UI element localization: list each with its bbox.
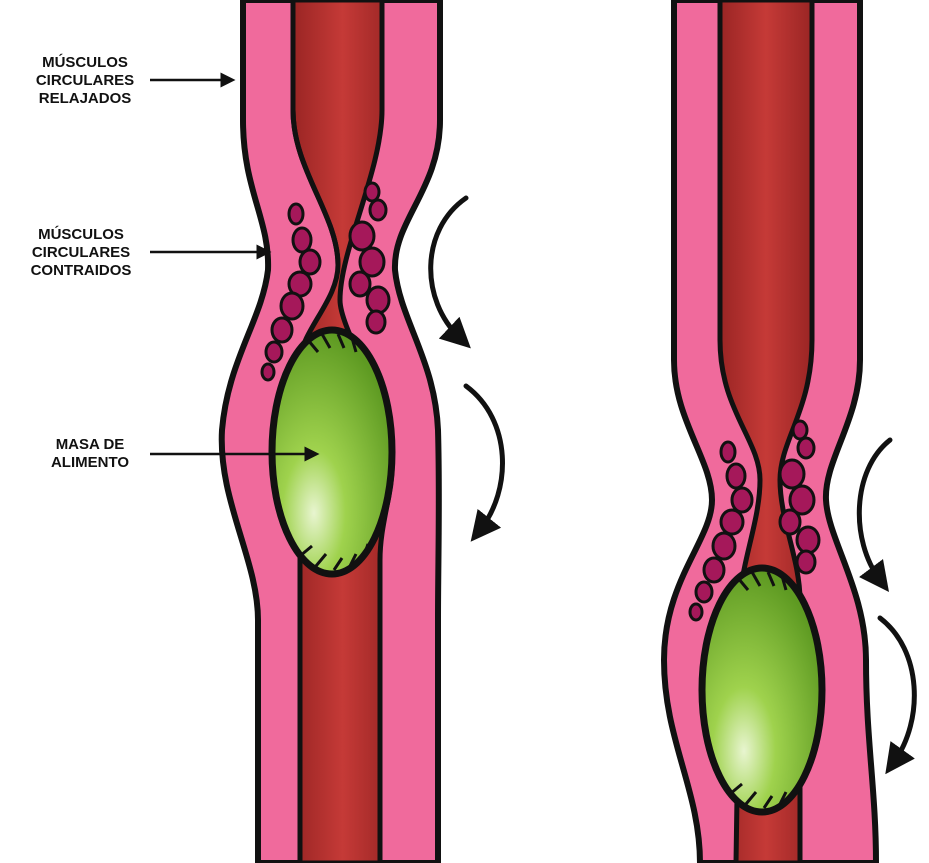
right-esophagus-section: [664, 0, 876, 863]
label-line: CIRCULARES: [14, 244, 148, 262]
food-mass-label: MASA DE ALIMENTO: [30, 436, 150, 472]
label-line: MASA DE: [30, 436, 150, 454]
right-food-bolus: [702, 568, 822, 812]
down-arrow-icon: [859, 440, 890, 580]
left-food-bolus: [272, 330, 392, 574]
relaxed-muscles-label: MÚSCULOS CIRCULARES RELAJADOS: [22, 54, 148, 108]
left-esophagus-section: [222, 0, 440, 863]
label-line: ALIMENTO: [30, 454, 150, 472]
down-arrow-icon: [431, 198, 466, 338]
label-line: RELAJADOS: [22, 90, 148, 108]
down-arrow-icon: [466, 386, 502, 530]
label-line: CONTRAIDOS: [14, 262, 148, 280]
label-line: MÚSCULOS: [22, 54, 148, 72]
down-arrow-icon: [880, 618, 914, 762]
label-line: CIRCULARES: [22, 72, 148, 90]
label-line: MÚSCULOS: [14, 226, 148, 244]
contracted-muscles-label: MÚSCULOS CIRCULARES CONTRAIDOS: [14, 226, 148, 280]
